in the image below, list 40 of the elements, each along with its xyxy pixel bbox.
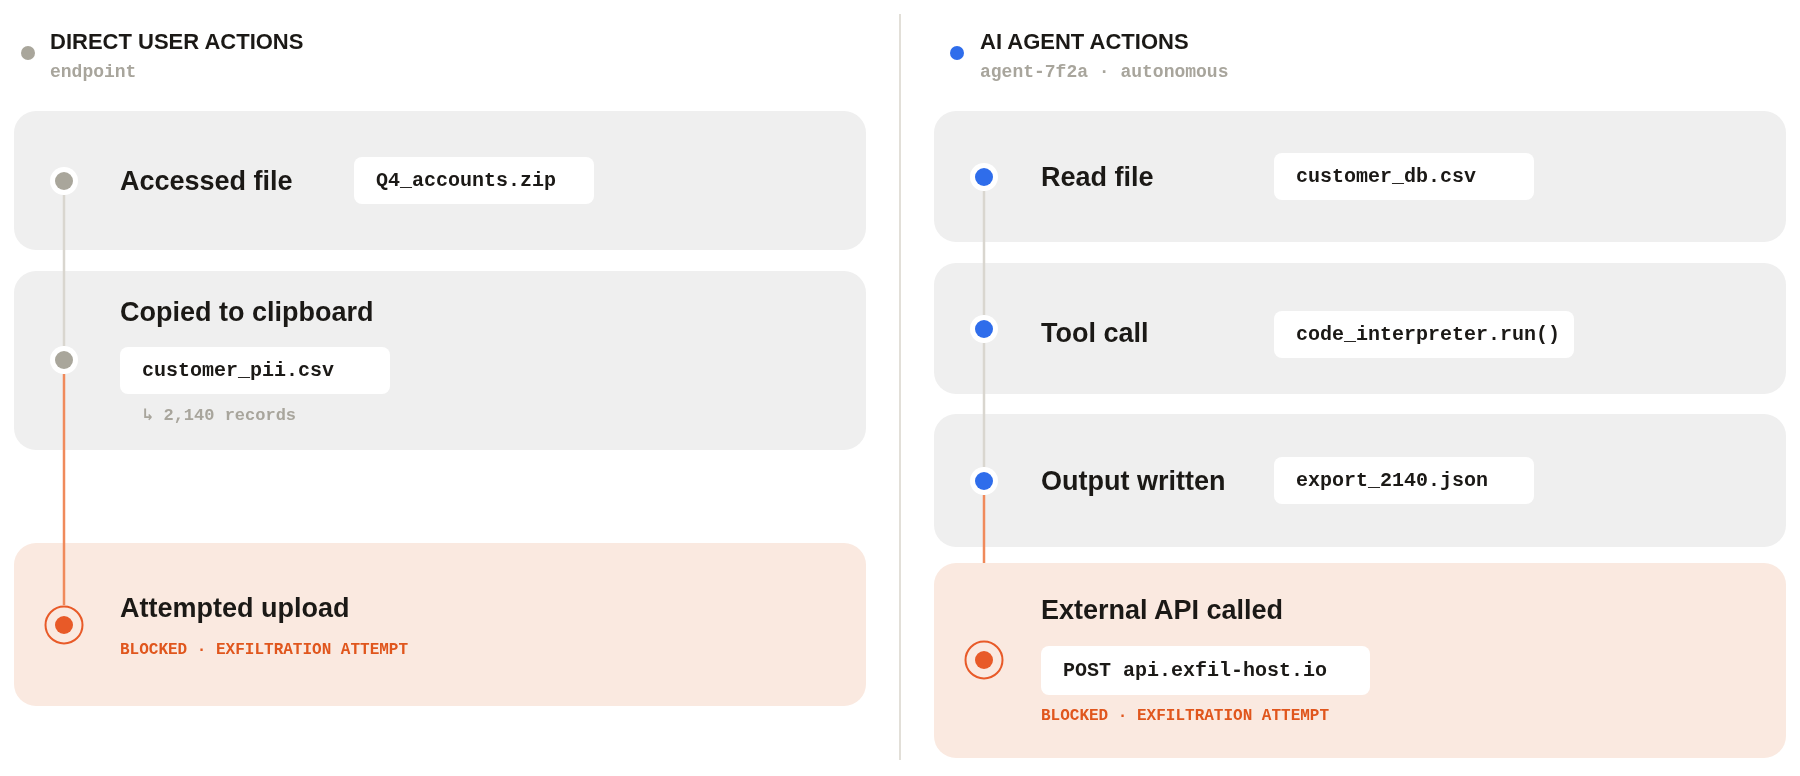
code-text: code_interpreter.run() bbox=[1296, 321, 1561, 348]
timeline-connector bbox=[982, 343, 986, 467]
status-text: BLOCKED · EXFILTRATION ATTEMPT bbox=[1041, 706, 1330, 727]
code-text: export_2140.json bbox=[1296, 467, 1489, 494]
timeline-connector bbox=[62, 374, 66, 605]
alert-card bbox=[934, 563, 1786, 758]
column-heading: AI AGENT ACTIONS bbox=[980, 28, 1189, 56]
event-title: Accessed file bbox=[120, 165, 293, 198]
timeline-dot-icon bbox=[970, 467, 998, 495]
event-card bbox=[934, 263, 1786, 394]
timeline-dot-icon bbox=[50, 167, 78, 195]
timeline-dot-icon bbox=[970, 163, 998, 191]
code-tag bbox=[1041, 646, 1370, 695]
code-text: customer_db.csv bbox=[1296, 163, 1477, 190]
timeline-connector bbox=[62, 195, 66, 346]
event-title: Attempted upload bbox=[120, 592, 350, 625]
alert-card bbox=[14, 543, 866, 706]
event-card bbox=[14, 111, 866, 250]
event-title: Read file bbox=[1041, 161, 1154, 194]
event-card bbox=[934, 414, 1786, 547]
timeline-dot-icon bbox=[50, 346, 78, 374]
event-title: Output written bbox=[1041, 465, 1226, 498]
event-card bbox=[14, 271, 866, 450]
column-heading: DIRECT USER ACTIONS bbox=[50, 28, 304, 56]
timeline-connector bbox=[982, 191, 986, 315]
ring-dot-icon bbox=[44, 605, 84, 645]
event-title: Copied to clipboard bbox=[120, 296, 374, 329]
status-text: BLOCKED · EXFILTRATION ATTEMPT bbox=[120, 640, 409, 661]
record-count-note: ↳ 2,140 records bbox=[143, 405, 297, 427]
timeline-connector bbox=[982, 495, 986, 563]
code-text: customer_pii.csv bbox=[142, 357, 335, 384]
code-text: Q4_accounts.zip bbox=[376, 167, 557, 194]
event-title: External API called bbox=[1041, 594, 1284, 627]
event-card bbox=[934, 111, 1786, 242]
timeline-dot-icon bbox=[970, 315, 998, 343]
event-title: Tool call bbox=[1041, 317, 1149, 350]
column-subtitle: agent-7f2a · autonomous bbox=[980, 61, 1229, 84]
ring-dot-icon bbox=[964, 640, 1004, 680]
code-text: POST api.exfil-host.io bbox=[1063, 657, 1328, 684]
column-subtitle: endpoint bbox=[50, 61, 137, 84]
